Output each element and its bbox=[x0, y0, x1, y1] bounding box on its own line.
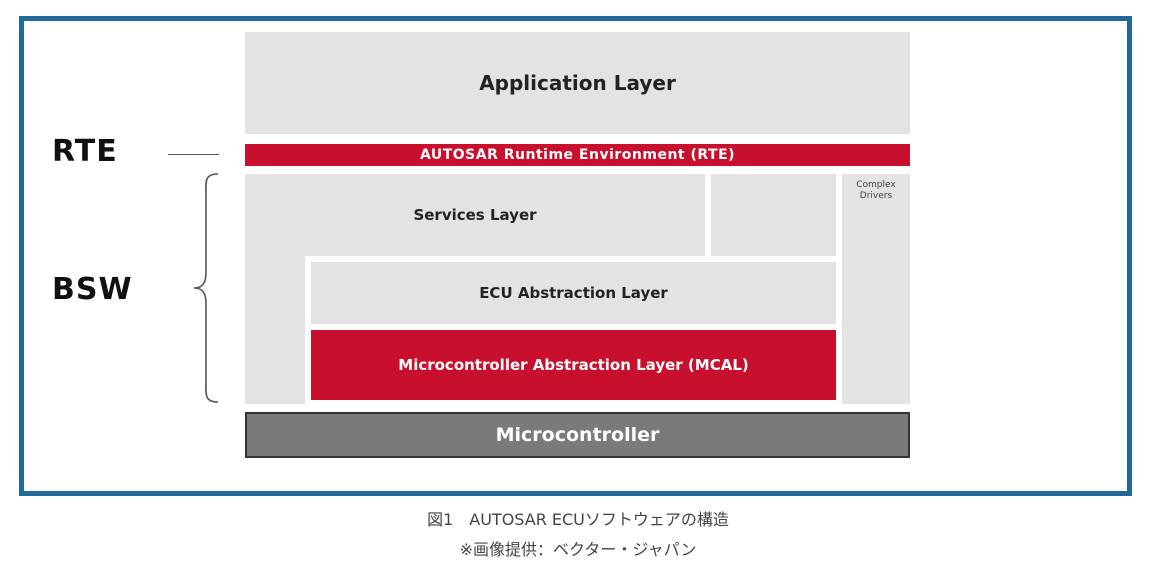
services-layer-box bbox=[245, 174, 705, 256]
bsw-brace-icon bbox=[193, 173, 219, 403]
ecu-abstraction-layer-box bbox=[311, 262, 836, 324]
complex-drivers-label-line2: Drivers bbox=[859, 191, 893, 201]
rte-connector-line bbox=[168, 154, 219, 155]
mcal-layer: Microcontroller Abstraction Layer (MCAL) bbox=[311, 330, 836, 400]
services-layer-right-column bbox=[711, 174, 836, 256]
rte-side-label: RTE bbox=[52, 134, 118, 169]
application-layer-box bbox=[245, 32, 910, 134]
services-layer-label: Services Layer bbox=[413, 206, 537, 224]
bsw-side-label: BSW bbox=[52, 272, 133, 307]
complex-drivers-label-line1: Complex bbox=[856, 180, 896, 190]
complex-drivers-box bbox=[842, 174, 910, 404]
figure-caption: 図1 AUTOSAR ECUソフトウェアの構造 bbox=[427, 510, 729, 529]
ecu-abstraction-layer-label: ECU Abstraction Layer bbox=[479, 284, 668, 302]
microcontroller-box: Microcontroller bbox=[245, 412, 910, 458]
services-layer-left-column bbox=[245, 256, 305, 404]
application-layer-label: Application Layer bbox=[479, 71, 676, 95]
complex-drivers-label: Complex Drivers bbox=[842, 180, 910, 202]
rte-bar: AUTOSAR Runtime Environment (RTE) bbox=[245, 144, 910, 166]
image-credit: ※画像提供：ベクター・ジャパン bbox=[459, 540, 697, 559]
